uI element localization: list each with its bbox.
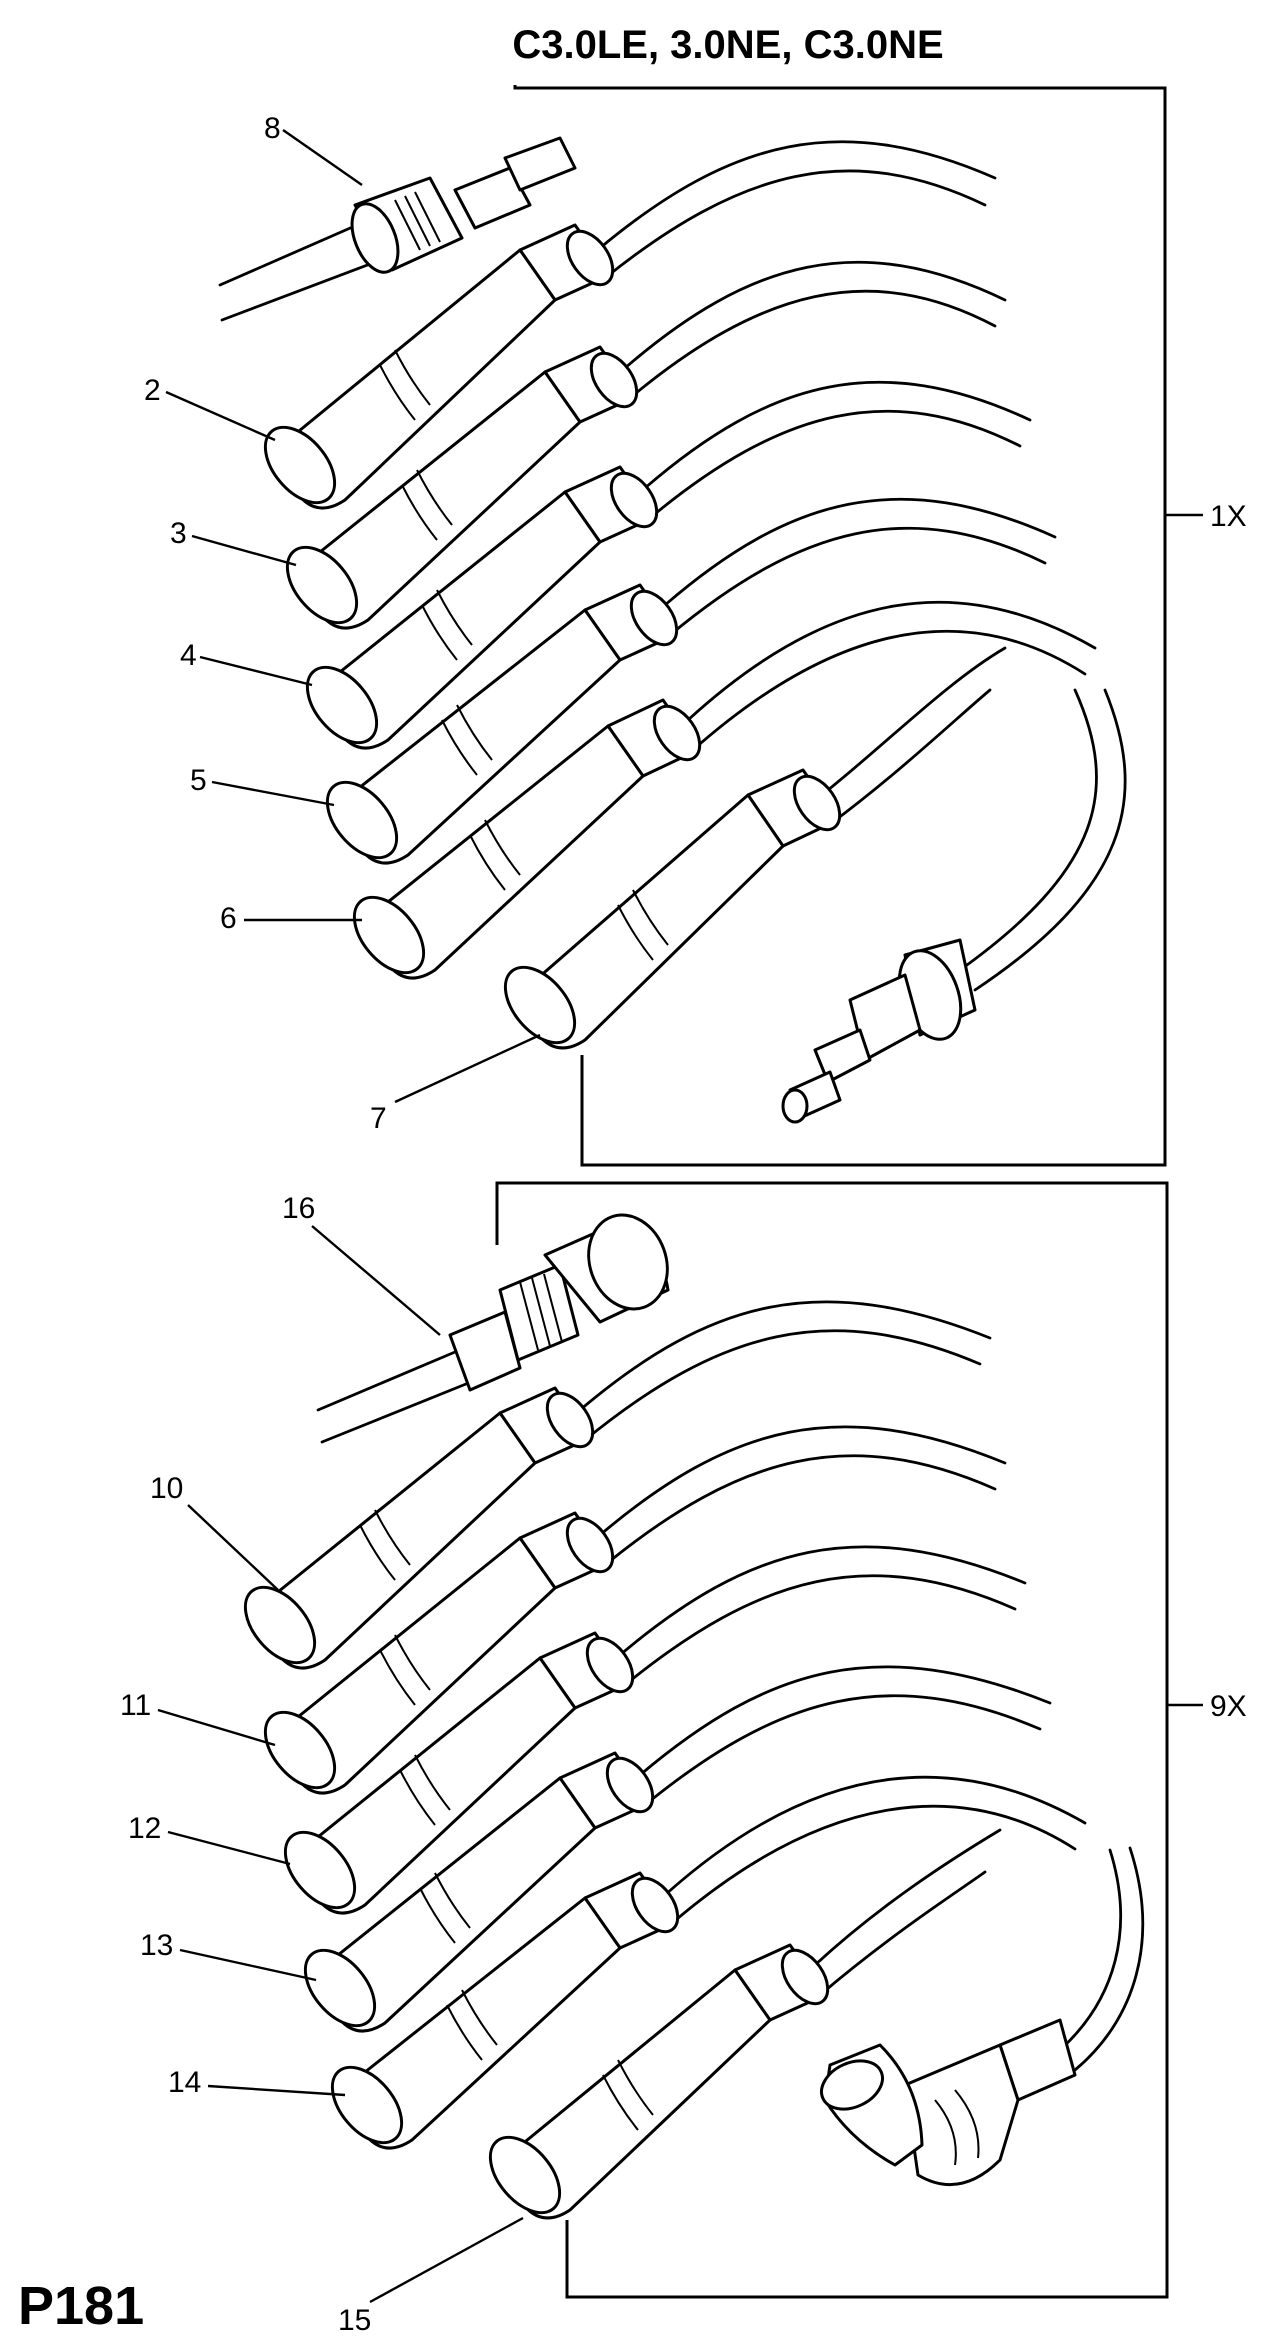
lower-callouts: 16 10 11 12 13 14 15 — [120, 1192, 524, 2337]
page-code: P181 — [18, 2276, 144, 2336]
callout-2: 2 — [144, 374, 161, 407]
callout-16: 16 — [282, 1192, 315, 1225]
lead-10 — [243, 1300, 992, 1670]
lead-2 — [263, 140, 997, 510]
lower-kit-frame: 9X — [495, 1181, 1247, 2299]
connector-8 — [218, 136, 577, 322]
lead-4 — [305, 380, 1032, 750]
callout-15: 15 — [338, 2304, 371, 2337]
callout-14: 14 — [168, 2066, 201, 2099]
callout-12: 12 — [128, 1812, 161, 1845]
callout-7: 7 — [370, 1102, 387, 1135]
lead-12 — [283, 1545, 1027, 1915]
callout-8: 8 — [264, 112, 281, 145]
callout-3: 3 — [170, 517, 187, 550]
diagram-title: C3.0LE, 3.0NE, C3.0NE — [512, 23, 943, 67]
lead-5 — [325, 497, 1057, 865]
callout-11: 11 — [120, 1689, 151, 1722]
upper-lead-set — [218, 136, 1127, 1124]
set-label-1x: 1X — [1210, 500, 1247, 533]
lead-11 — [263, 1425, 1007, 1795]
callout-4: 4 — [180, 639, 197, 672]
callout-5: 5 — [190, 764, 207, 797]
upper-callouts: 8 2 3 4 5 6 7 — [144, 112, 541, 1135]
upper-kit-frame: 1X — [513, 85, 1247, 1167]
lead-14 — [330, 1775, 1087, 2150]
lower-lead-set — [243, 1213, 1145, 2220]
connector-16 — [316, 1213, 670, 1444]
lead-7 — [503, 646, 1127, 1124]
lead-15 — [488, 1828, 1145, 2220]
lead-3 — [285, 260, 1007, 630]
callout-10: 10 — [150, 1472, 183, 1505]
lead-6 — [352, 600, 1097, 980]
callout-6: 6 — [220, 902, 237, 935]
lead-13 — [303, 1665, 1052, 2033]
callout-13: 13 — [140, 1929, 173, 1962]
set-label-9x: 9X — [1210, 1690, 1247, 1723]
